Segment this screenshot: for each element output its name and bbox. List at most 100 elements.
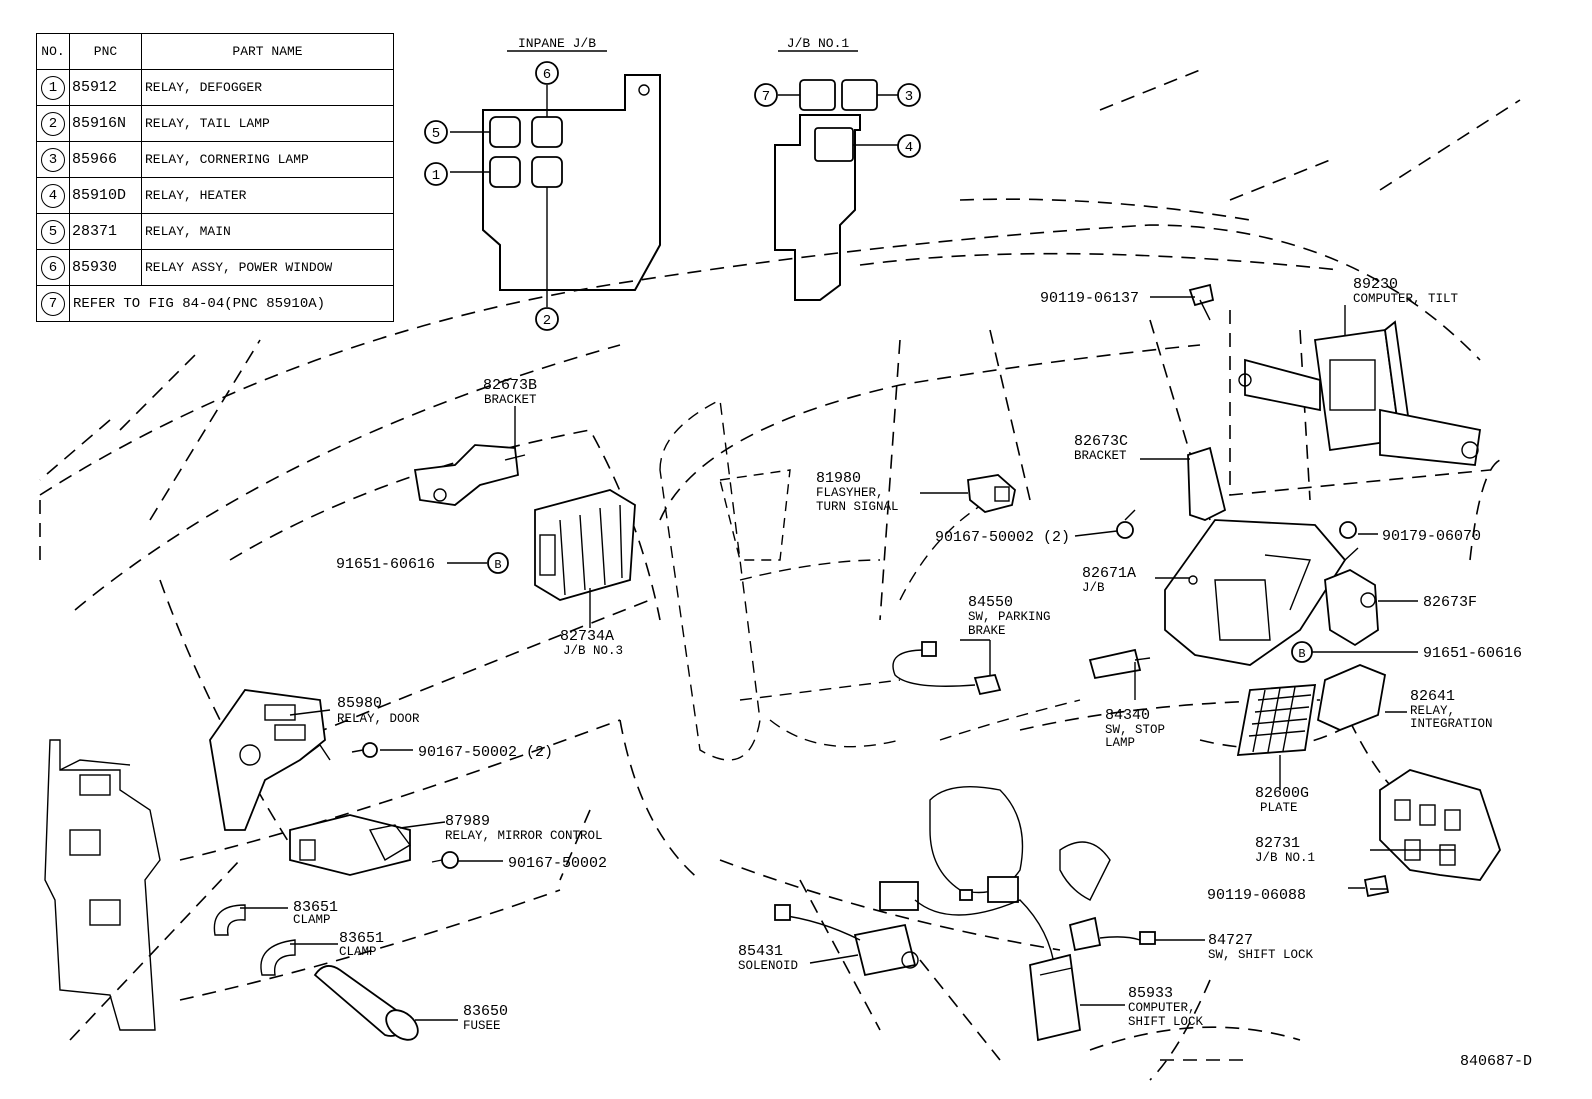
callout-84727: 84727 SW, SHIFT LOCK (1208, 932, 1314, 962)
svg-text:RELAY, MIRROR CONTROL: RELAY, MIRROR CONTROL (445, 829, 603, 843)
svg-text:PLATE: PLATE (1260, 801, 1298, 815)
door-relay-drawing (209, 689, 331, 831)
svg-text:85933: 85933 (1128, 985, 1173, 1002)
inpane-marker-6: 6 (535, 61, 559, 85)
callout-81980: 81980 FLASYHER, TURN SIGNAL (816, 470, 899, 514)
callout-90179-06070: 90179-06070 (1382, 528, 1481, 545)
svg-text:RELAY, DOOR: RELAY, DOOR (337, 712, 420, 726)
row-part-name: RELAY ASSY, POWER WINDOW (141, 249, 394, 286)
svg-text:FLASYHER,: FLASYHER, (816, 486, 884, 500)
callout-84550: 84550 SW, PARKING BRAKE (968, 594, 1051, 638)
svg-text:91651-60616: 91651-60616 (336, 556, 435, 573)
table-row: 4 85910D RELAY, HEATER (36, 177, 394, 214)
svg-text:82731: 82731 (1255, 835, 1300, 852)
jb-82671a-drawing (1164, 519, 1347, 666)
callout-85933: 85933 COMPUTER, SHIFT LOCK (1128, 985, 1204, 1029)
jb-no1-title: J/B NO.1 (787, 36, 850, 51)
callout-91651-60616-a: 91651-60616 B (336, 552, 509, 574)
svg-text:J/B NO.3: J/B NO.3 (563, 644, 623, 658)
row-number-badge: 5 (41, 219, 65, 244)
callout-82641: 82641 RELAY, INTEGRATION (1410, 688, 1493, 731)
svg-text:82673C: 82673C (1074, 433, 1128, 450)
screw-drawing-b (1348, 874, 1390, 898)
row-pnc: 28371 (69, 213, 142, 250)
jb1-marker-7: 7 (754, 83, 778, 107)
svg-text:90167-50002 (2): 90167-50002 (2) (935, 529, 1070, 546)
svg-text:84727: 84727 (1208, 932, 1253, 949)
svg-text:2: 2 (543, 313, 551, 329)
svg-text:85980: 85980 (337, 695, 382, 712)
svg-text:90119-06088: 90119-06088 (1207, 887, 1306, 904)
callout-90119-06088: 90119-06088 (1207, 887, 1306, 904)
callout-85431: 85431 SOLENOID (738, 943, 798, 973)
integration-relay-drawing (1316, 664, 1387, 731)
svg-text:J/B NO.1: J/B NO.1 (1255, 851, 1315, 865)
jb-no1-inset: J/B NO.1 7 3 4 (754, 36, 921, 301)
callout-85980: 85980 RELAY, DOOR (337, 695, 420, 726)
jb-no3-drawing (534, 489, 636, 601)
row-pnc: 85966 (69, 141, 142, 178)
table-row: 2 85916N RELAY, TAIL LAMP (36, 105, 394, 142)
callout-82600g: 82600G PLATE (1255, 785, 1309, 815)
bolt-drawing-a (1116, 509, 1136, 539)
inpane-jb-title: INPANE J/B (518, 36, 596, 51)
parts-table: NO. PNC PART NAME 1 85912 RELAY, DEFOGGE… (36, 33, 394, 322)
row-number-badge: 7 (41, 291, 65, 316)
callout-82734a: 82734A J/B NO.3 (560, 628, 623, 658)
bolt-drawing-b (351, 742, 378, 758)
col-header-part-name: PART NAME (141, 33, 394, 70)
row-number-badge: 4 (41, 183, 65, 208)
svg-text:CLAMP: CLAMP (339, 945, 377, 959)
svg-text:90167-50002: 90167-50002 (508, 855, 607, 872)
table-header-row: NO. PNC PART NAME (36, 33, 394, 70)
svg-text:82673F: 82673F (1423, 594, 1477, 611)
svg-text:87989: 87989 (445, 813, 490, 830)
svg-text:84340: 84340 (1105, 707, 1150, 724)
svg-text:83650: 83650 (463, 1003, 508, 1020)
row-part-name: RELAY, MAIN (141, 213, 394, 250)
row-number-badge: 3 (41, 147, 65, 172)
callout-87989: 87989 RELAY, MIRROR CONTROL (445, 813, 603, 843)
svg-text:83651: 83651 (339, 930, 384, 947)
row-pnc: 85912 (69, 69, 142, 106)
svg-text:82600G: 82600G (1255, 785, 1309, 802)
svg-text:90179-06070: 90179-06070 (1382, 528, 1481, 545)
svg-text:90167-50002 (2): 90167-50002 (2) (418, 744, 553, 761)
svg-text:82641: 82641 (1410, 688, 1455, 705)
svg-text:3: 3 (905, 89, 913, 105)
callout-90167-50002-b: 90167-50002 (2) (418, 744, 553, 761)
svg-text:BRAKE: BRAKE (968, 624, 1006, 638)
table-row: 6 85930 RELAY ASSY, POWER WINDOW (36, 249, 394, 286)
svg-text:90119-06137: 90119-06137 (1040, 290, 1139, 307)
callout-83651-a: 83651 CLAMP (293, 899, 338, 927)
inpane-jb-inset: INPANE J/B 6 5 1 2 (424, 36, 661, 331)
row-part-name: RELAY, HEATER (141, 177, 394, 214)
bracket-82673c-drawing (1187, 446, 1227, 521)
svg-text:LAMP: LAMP (1105, 736, 1135, 750)
callout-82673f: 82673F (1423, 594, 1477, 611)
parking-brake-switch-drawing (892, 641, 1002, 696)
callout-90167-50002-a: 90167-50002 (2) (935, 529, 1070, 546)
leader-lines (240, 296, 1455, 1021)
shift-lock-harness-drawing (879, 876, 1156, 1042)
bracket-82673b-drawing (413, 444, 526, 506)
svg-text:BRACKET: BRACKET (1074, 449, 1127, 463)
svg-text:SW, SHIFT LOCK: SW, SHIFT LOCK (1208, 948, 1314, 962)
inpane-marker-5: 5 (424, 120, 448, 144)
table-row: 3 85966 RELAY, CORNERING LAMP (36, 141, 394, 178)
svg-text:82673B: 82673B (483, 377, 537, 394)
col-header-no: NO. (36, 33, 70, 70)
svg-text:J/B: J/B (1082, 581, 1105, 595)
solenoid-drawing (774, 904, 919, 977)
svg-text:FUSEE: FUSEE (463, 1019, 501, 1033)
callout-91651-60616-b: B 91651-60616 (1291, 641, 1522, 663)
svg-text:BRACKET: BRACKET (484, 393, 537, 407)
svg-text:4: 4 (905, 140, 913, 156)
callout-82731: 82731 J/B NO.1 (1255, 835, 1315, 865)
table-note-row: 7 REFER TO FIG 84-04(PNC 85910A) (36, 285, 394, 322)
figure-id: 840687-D (1460, 1053, 1532, 1070)
row-number-badge: 2 (41, 111, 65, 136)
row-part-name: RELAY, CORNERING LAMP (141, 141, 394, 178)
nut-drawing (1339, 521, 1357, 539)
callout-83650: 83650 FUSEE (463, 1003, 508, 1033)
